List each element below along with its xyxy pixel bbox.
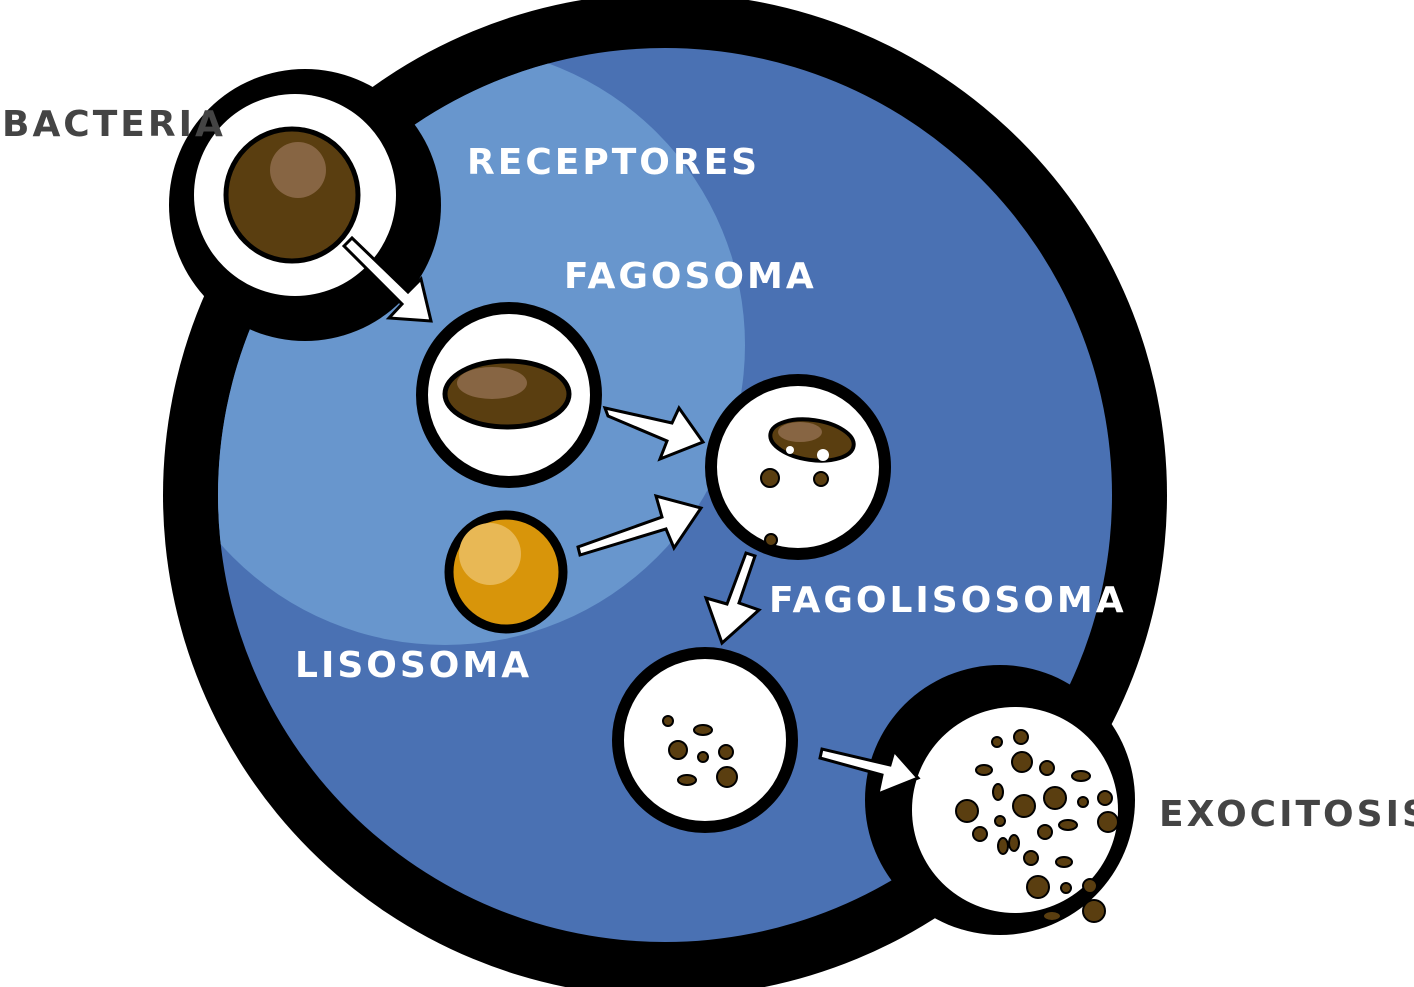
arrow-bacteria-to-phagosome xyxy=(341,235,433,323)
label-fagosoma: FAGOSOMA xyxy=(564,256,817,297)
arrow-lysosome-to-phagolysosome xyxy=(576,493,704,557)
arrow-phagolysosome-to-residual xyxy=(703,551,762,646)
lysosome xyxy=(444,510,568,634)
phagolysosome xyxy=(705,374,891,560)
arrow-phagosome-to-phagolysosome xyxy=(602,405,706,462)
label-bacteria: BACTERIA xyxy=(2,104,226,145)
label-fagolisosoma: FAGOLISOSOMA xyxy=(769,580,1127,621)
label-lisosoma: LISOSOMA xyxy=(295,645,532,686)
phagosome xyxy=(416,302,602,488)
exocytosis-debris xyxy=(955,729,1119,923)
label-exocitosis: EXOCITOSIS xyxy=(1159,794,1414,835)
label-receptores: RECEPTORES xyxy=(467,142,760,183)
arrows xyxy=(341,235,921,797)
bacteria-cell xyxy=(223,126,361,264)
arrow-residual-to-exocytosis xyxy=(818,747,921,797)
residual-body xyxy=(612,647,798,833)
